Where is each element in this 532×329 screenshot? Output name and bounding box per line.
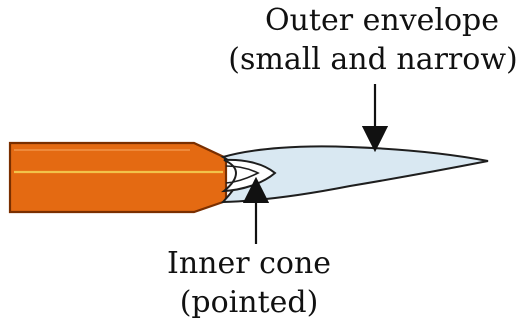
- flame: [220, 145, 489, 204]
- nozzle-body: [8, 141, 228, 214]
- outer-envelope-title: Outer envelope: [265, 3, 499, 38]
- outer-envelope-subtitle: (small and narrow): [228, 42, 518, 77]
- inner-cone-subtitle: (pointed): [179, 285, 319, 320]
- inner-cone-title: Inner cone: [166, 246, 332, 281]
- torch-nozzle: [8, 141, 228, 214]
- inner-cone-core: [225, 165, 260, 184]
- inner-cone-shape: [220, 158, 277, 193]
